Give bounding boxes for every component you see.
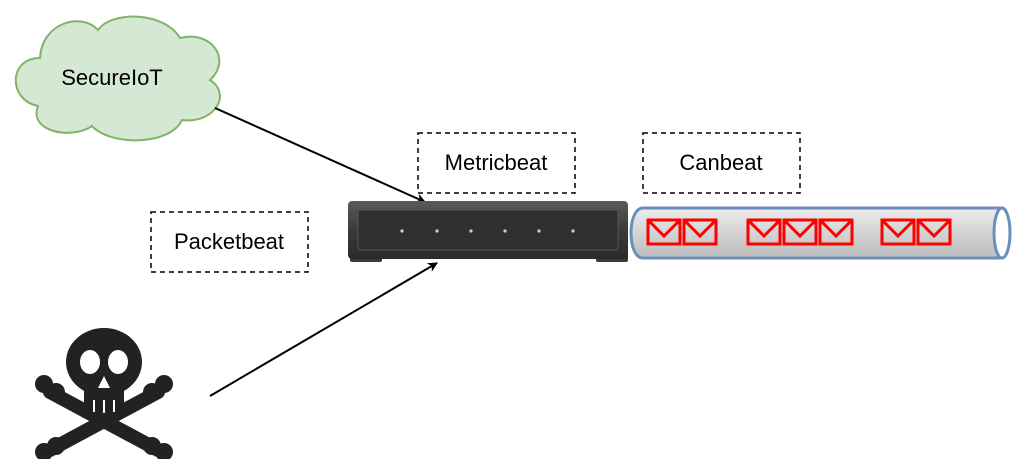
skull-eye-right [108,350,128,374]
switch-port-light [503,229,507,233]
metricbeat-node: Metricbeat [417,132,576,194]
canbeat-box [642,132,801,194]
crossbones-icon [43,385,165,457]
packetbeat-box [150,211,309,273]
envelope-icon [880,218,916,246]
edge-cloud-to-switch [214,107,426,203]
packetbeat-label: Packetbeat [174,229,284,254]
skull-icon [66,328,142,412]
envelope-icon [782,218,818,246]
pipe-end-cap [992,206,1012,260]
packetbeat-node: Packetbeat [150,211,309,273]
envelope-icon [682,218,718,246]
switch-port-light [435,229,439,233]
cloud-node: SecureIoT [14,15,221,142]
bone-knobs [35,375,173,459]
switch-port-light [469,229,473,233]
skull-crossbones-icon [35,328,173,459]
skull-nose [98,376,110,388]
switch-port-light [400,229,404,233]
network-switch-icon [348,201,628,262]
switch-panel [357,209,619,251]
metricbeat-box [417,132,576,194]
message-pipe [629,206,1012,260]
skull-eye-left [80,350,100,374]
canbeat-node: Canbeat [642,132,801,194]
metricbeat-label: Metricbeat [445,150,548,175]
envelope-icon [746,218,782,246]
envelope-icon [646,218,682,246]
envelope-icon [916,218,952,246]
edge-attacker-to-switch [209,262,438,397]
cloud-shape [14,15,221,142]
cloud-label: SecureIoT [61,65,163,90]
envelope-icon [818,218,854,246]
switch-port-light [571,229,575,233]
switch-port-light [537,229,541,233]
canbeat-label: Canbeat [679,150,762,175]
